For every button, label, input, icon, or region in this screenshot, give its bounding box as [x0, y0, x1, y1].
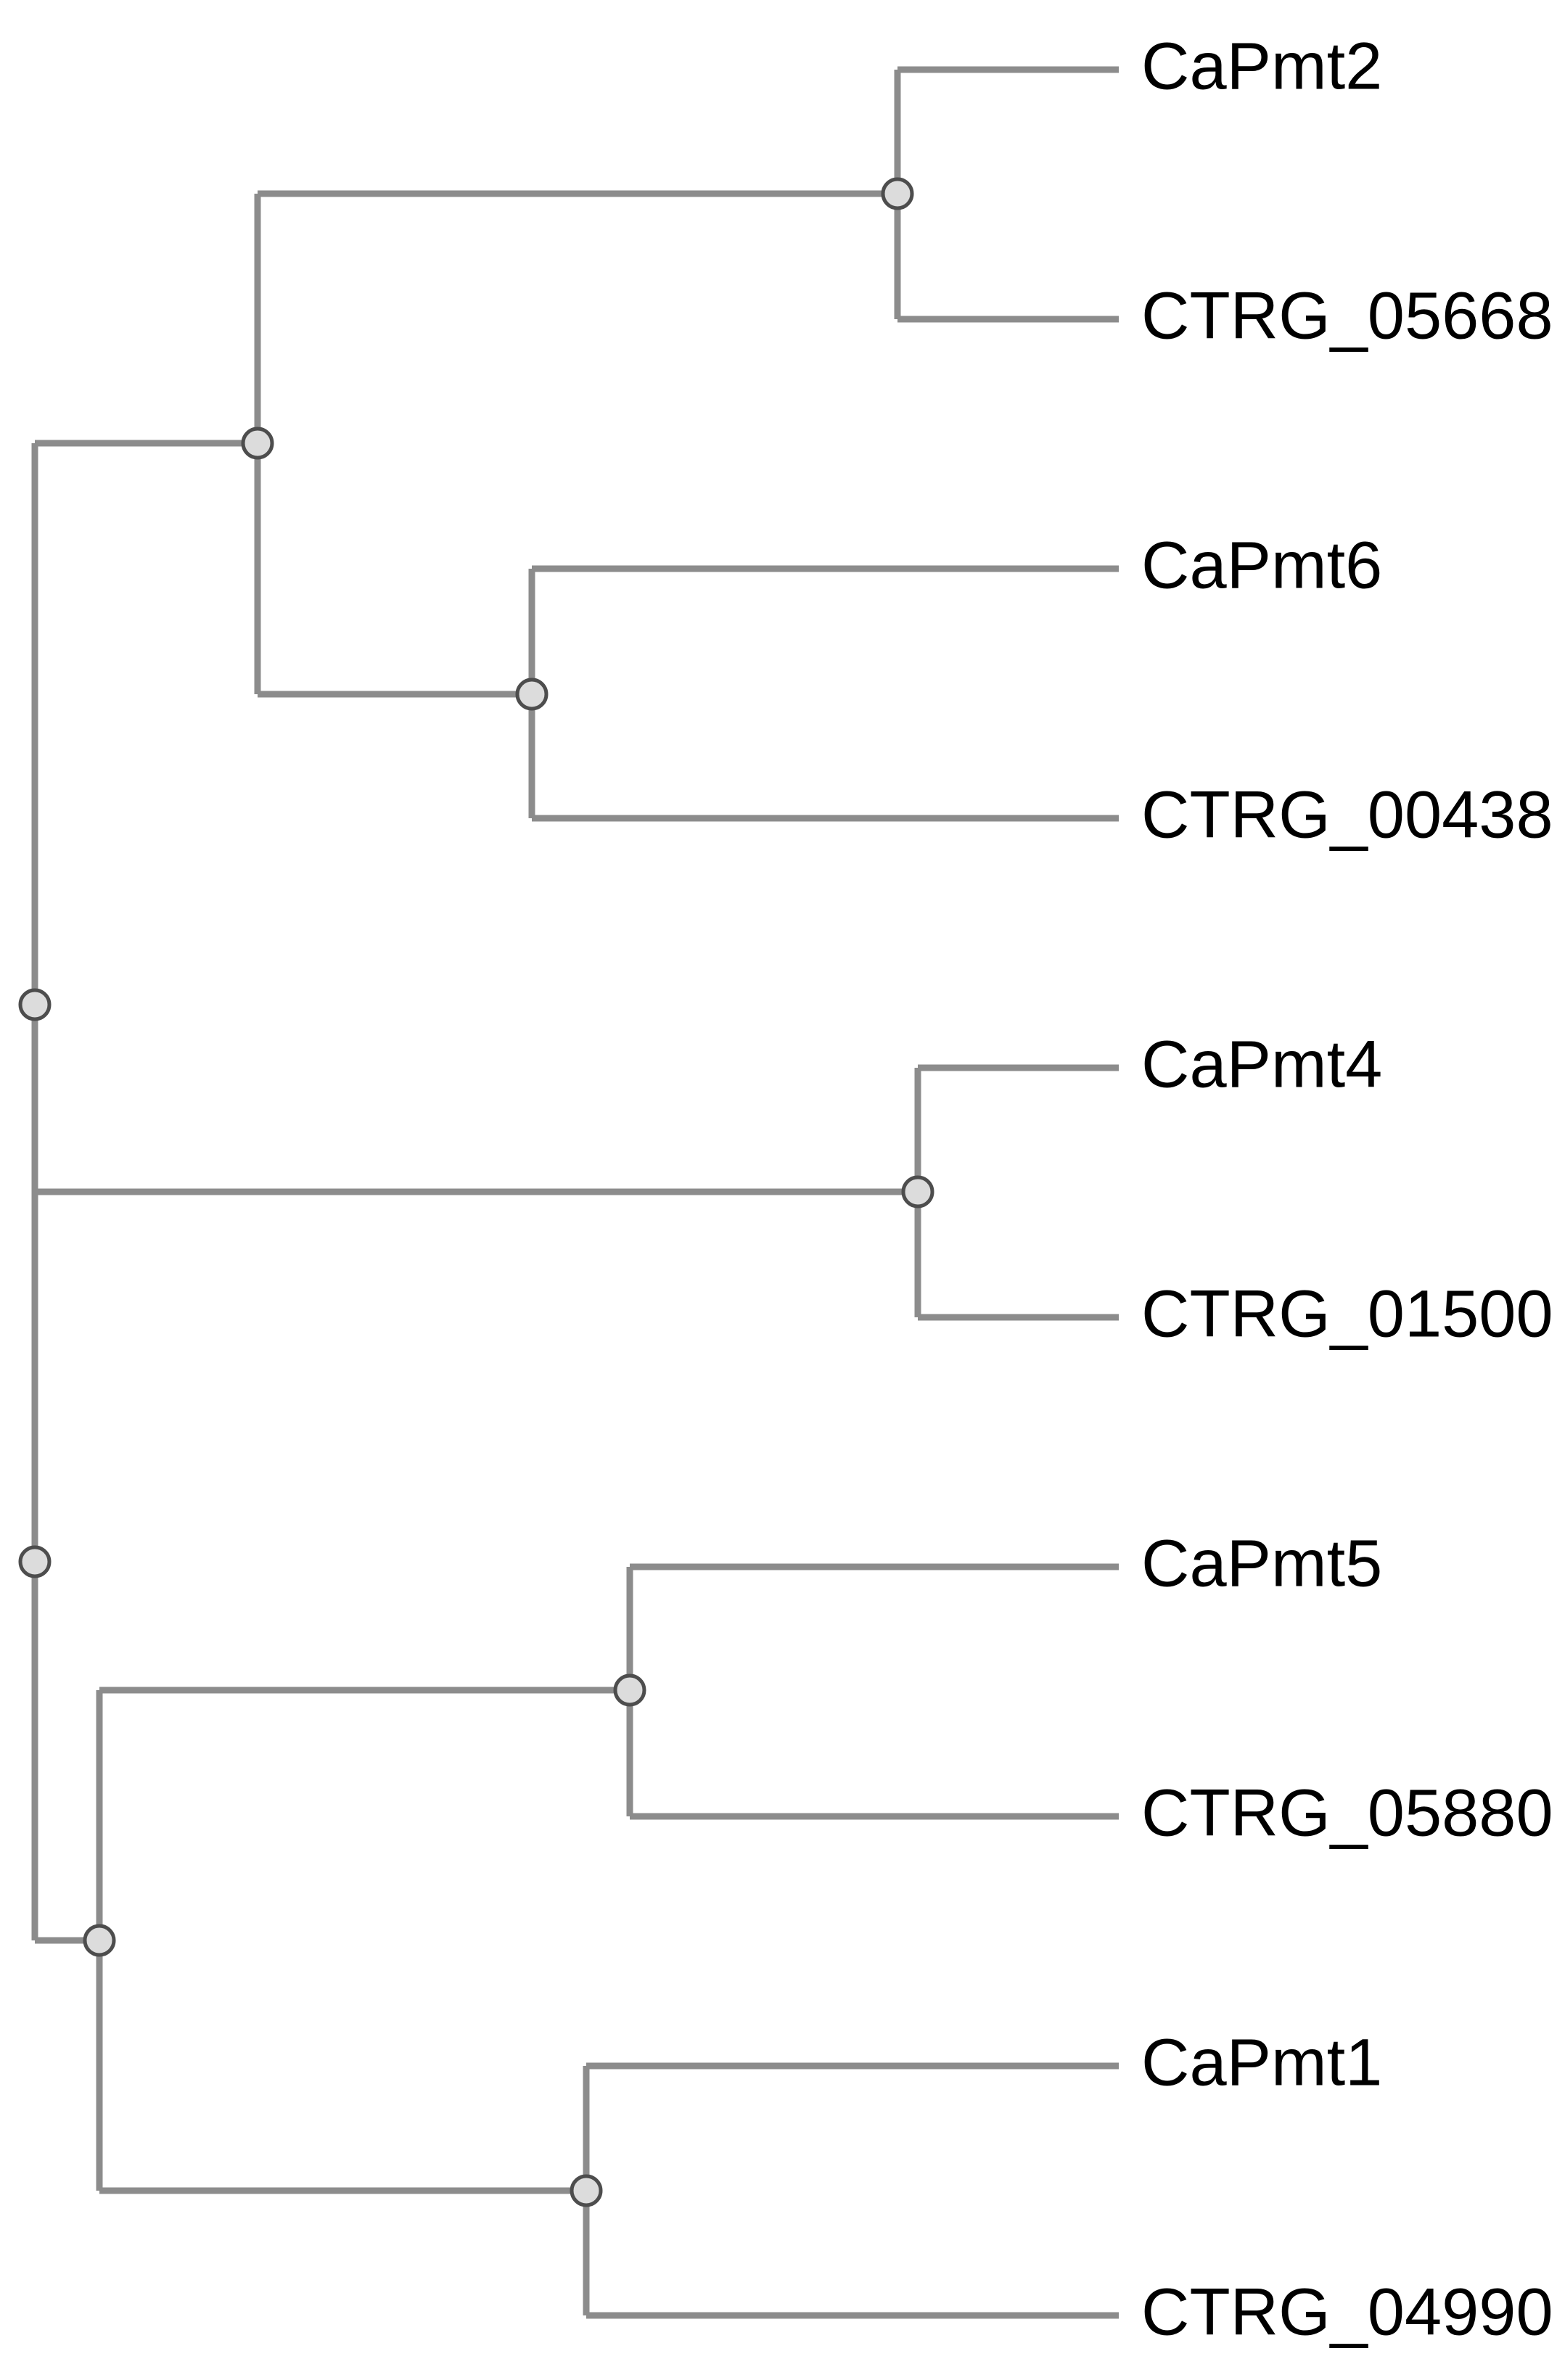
leaf-ctrg05668-label[interactable]: CTRG_05668	[1141, 279, 1553, 353]
node-capmt6-ctrg00438-marker[interactable]	[515, 678, 549, 711]
leaf-ctrg05880-label[interactable]: CTRG_05880	[1141, 1776, 1553, 1850]
leaf-capmt6-label[interactable]: CaPmt6	[1141, 528, 1382, 602]
node-capmt2-ctrg05668-marker[interactable]	[881, 177, 914, 210]
branches-layer	[31, 66, 1119, 2319]
node-root-marker[interactable]	[18, 988, 52, 1021]
labels-layer: CaPmt2CTRG_05668CaPmt6CTRG_00438CaPmt4CT…	[1141, 29, 1553, 2349]
leaf-capmt5-label[interactable]: CaPmt5	[1141, 1526, 1382, 1600]
node-clade-pmt2-pmt6-marker[interactable]	[241, 427, 274, 460]
leaf-ctrg01500-label[interactable]: CTRG_01500	[1141, 1277, 1553, 1351]
node-capmt5-ctrg05880-marker[interactable]	[613, 1673, 646, 1707]
leaf-ctrg04990-label[interactable]: CTRG_04990	[1141, 2275, 1553, 2349]
leaf-capmt4-label[interactable]: CaPmt4	[1141, 1027, 1382, 1101]
node-clade-pmt5-pmt1-marker[interactable]	[83, 1924, 116, 1957]
node-capmt4-ctrg01500-marker[interactable]	[901, 1175, 934, 1208]
leaf-capmt1-label[interactable]: CaPmt1	[1141, 2025, 1382, 2099]
nodes-layer	[18, 177, 934, 2207]
node-capmt1-ctrg04990-marker[interactable]	[570, 2174, 603, 2207]
node-clade-lower-marker[interactable]	[18, 1545, 52, 1578]
leaf-capmt2-label[interactable]: CaPmt2	[1141, 29, 1382, 103]
leaf-ctrg00438-label[interactable]: CTRG_00438	[1141, 778, 1553, 852]
